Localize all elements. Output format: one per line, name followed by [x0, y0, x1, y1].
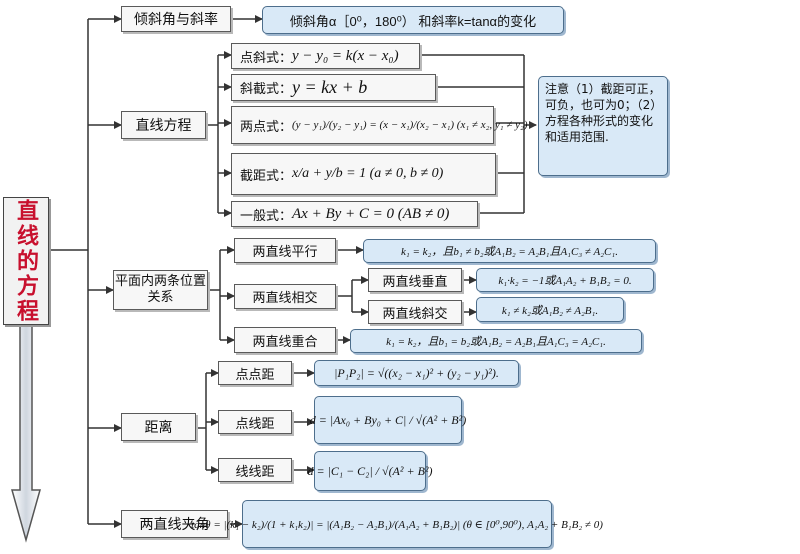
category-equations: 直线方程	[121, 111, 206, 139]
form-point-slope-formula: y − y₀ = k(x − x₀)	[292, 47, 399, 64]
dist-point-point: 点点距	[218, 361, 292, 385]
dist-line-line-formula: d = |C₁ − C₂| / √(A² + B²)	[308, 451, 433, 491]
form-intercept: 截距式： x/a + y/b = 1 (a ≠ 0, b ≠ 0)	[231, 153, 496, 195]
dist-point-line-formula: d = |Ax₀ + By₀ + C| / √(A² + B²)	[310, 396, 466, 444]
form-general: 一般式： Ax + By + C = 0 (AB ≠ 0)	[231, 201, 478, 227]
equations-note-text: 注意（1）截距可正，可负，也可为0；（2）方程各种形式的变化和适用范围.	[545, 82, 661, 144]
category-distance: 距离	[121, 413, 196, 441]
pos-parallel: 两直线平行	[234, 238, 336, 263]
form-slope-intercept-formula: y = kx + b	[292, 77, 368, 97]
pos-coincide-condition: k₁ = k₂，且b₁ = b₂或A₁B₂ = A₂B₁且A₁C₃ = A₂C₁…	[350, 329, 642, 353]
form-slope-intercept: 斜截式： y = kx + b	[231, 74, 436, 101]
dist-point-point-formula: |P₁P₂| = √((x₂ − x₁)² + (y₂ − y₁)²).	[314, 360, 519, 386]
dist-point-line: 点线距	[218, 410, 292, 434]
down-arrow-icon	[11, 324, 41, 543]
category-distance-label: 距离	[144, 420, 173, 436]
category-positions: 平面内两条位置关系	[113, 270, 208, 310]
category-angle-label: 两直线夹角	[139, 517, 210, 533]
incline-detail-text: 倾斜角α［0⁰，180⁰） 和斜率k=tanα的变化	[289, 13, 537, 29]
category-equations-label: 直线方程	[135, 118, 192, 134]
form-point-slope: 点斜式： y − y₀ = k(x − x₀)	[231, 43, 420, 69]
incline-detail: 倾斜角α［0⁰，180⁰） 和斜率k=tanα的变化	[262, 6, 564, 34]
pos-oblique: 两直线斜交	[368, 300, 462, 324]
dist-line-line: 线线距	[218, 458, 292, 482]
pos-perpendicular: 两直线垂直	[368, 268, 462, 292]
pos-coincide: 两直线重合	[234, 327, 336, 353]
form-general-formula: Ax + By + C = 0 (AB ≠ 0)	[292, 205, 450, 222]
pos-parallel-condition: k₁ = k₂，且b₁ ≠ b₂或A₁B₂ = A₂B₁且A₁C₃ ≠ A₂C₁…	[363, 239, 656, 263]
equations-note: 注意（1）截距可正，可负，也可为0；（2）方程各种形式的变化和适用范围.	[538, 76, 668, 176]
angle-formula: tanθ = |(k₁ − k₂)/(1 + k₁k₂)| = |(A₁B₂ −…	[191, 500, 603, 548]
category-incline: 倾斜角与斜率	[121, 6, 231, 32]
category-positions-label: 平面内两条位置关系	[114, 274, 206, 305]
category-incline-label: 倾斜角与斜率	[134, 12, 218, 28]
form-two-point: 两点式： (y − y₁)/(y₂ − y₁) = (x − x₁)/(x₂ −…	[231, 106, 528, 144]
category-angle: 两直线夹角	[121, 510, 228, 538]
pos-oblique-condition: k₁ ≠ k₂或A₁B₂ ≠ A₂B₁.	[476, 297, 624, 322]
main-title: 直线的方程	[13, 198, 39, 324]
pos-perpendicular-condition: k₁·k₂ = −1或A₁A₂ + B₁B₂ = 0.	[476, 268, 654, 292]
form-two-point-formula: (y − y₁)/(y₂ − y₁) = (x − x₁)/(x₂ − x₁) …	[292, 119, 528, 131]
title-box: 直线的方程	[3, 197, 49, 325]
pos-intersect: 两直线相交	[234, 284, 336, 309]
form-intercept-formula: x/a + y/b = 1 (a ≠ 0, b ≠ 0)	[292, 166, 444, 181]
